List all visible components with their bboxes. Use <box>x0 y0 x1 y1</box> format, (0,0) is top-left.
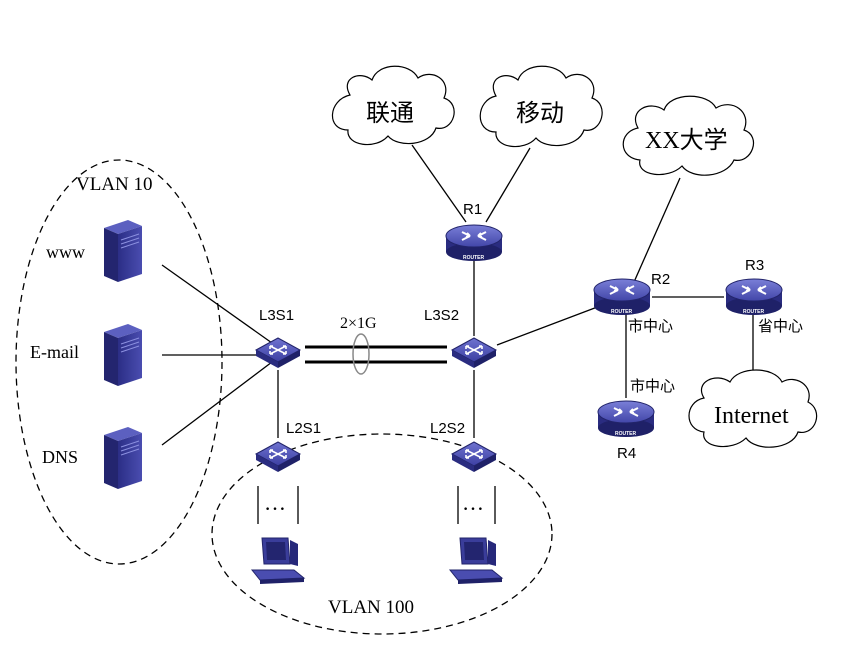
vlan100-label: VLAN 100 <box>328 597 414 618</box>
router-r4-caption: ROUTER <box>615 431 637 437</box>
switch-l2s2[interactable] <box>451 441 497 473</box>
router-r3[interactable]: ROUTER <box>725 278 783 316</box>
link-dns-l3s1 <box>161 361 273 446</box>
trunk-link <box>305 333 447 375</box>
router-r1-label: R1 <box>463 201 482 218</box>
router-r2[interactable]: ROUTER <box>593 278 651 316</box>
r4-city-center-label: 市中心 <box>630 378 675 395</box>
server-dns[interactable] <box>103 426 143 489</box>
server-dns-label: DNS <box>42 447 78 467</box>
router-r1-caption: ROUTER <box>463 255 485 261</box>
router-r4[interactable]: ROUTER <box>597 400 655 438</box>
cloud-internet-label: Internet <box>714 403 789 429</box>
server-email-label: E-mail <box>30 342 79 362</box>
server-www-label: www <box>46 242 85 262</box>
pc-vlan100-left[interactable] <box>251 537 305 584</box>
link-l3s2-r2 <box>496 305 601 346</box>
router-r4-label: R4 <box>617 445 636 462</box>
server-www[interactable] <box>103 219 143 282</box>
router-r3-caption: ROUTER <box>743 309 765 315</box>
cloud-mobile: 移动 <box>479 65 603 148</box>
trunk-label: 2×1G <box>340 315 377 332</box>
vlan10-boundary <box>15 159 223 565</box>
cloud-mobile-label: 移动 <box>516 100 564 127</box>
vlan10-label: VLAN 10 <box>76 174 153 195</box>
router-r1[interactable]: ROUTER <box>445 224 503 262</box>
switch-l2s2-label: L2S2 <box>430 420 465 437</box>
cloud-university: XX大学 <box>622 95 755 176</box>
switch-l2s1-label: L2S1 <box>286 420 321 437</box>
trunk-bundle-marker <box>352 333 370 375</box>
switch-l2s1[interactable] <box>255 441 301 473</box>
ellipsis-left: … <box>264 490 286 515</box>
router-r2-caption: ROUTER <box>611 309 633 315</box>
link-r2-university <box>633 177 681 283</box>
cloud-unicom: 联通 <box>331 65 455 146</box>
r2-city-center-label: 市中心 <box>628 318 673 335</box>
r3-province-center-label: 省中心 <box>758 318 803 335</box>
switch-l3s2[interactable] <box>451 337 497 369</box>
cloud-unicom-label: 联通 <box>366 100 414 127</box>
cloud-internet: Internet <box>688 369 818 448</box>
ellipsis-right: … <box>462 490 484 515</box>
cloud-university-label: XX大学 <box>645 127 728 154</box>
link-r1-mobile <box>485 147 531 223</box>
vlan100-boundary <box>211 433 553 635</box>
switch-l3s2-label: L3S2 <box>424 307 459 324</box>
switch-l3s1-label: L3S1 <box>259 307 294 324</box>
server-email[interactable] <box>103 323 143 386</box>
pc-vlan100-right[interactable] <box>449 537 503 584</box>
switch-l3s1[interactable] <box>255 337 301 369</box>
router-r2-label: R2 <box>651 271 670 288</box>
link-r1-unicom <box>411 144 467 223</box>
link-www-l3s1 <box>161 264 273 344</box>
router-r3-label: R3 <box>745 257 764 274</box>
